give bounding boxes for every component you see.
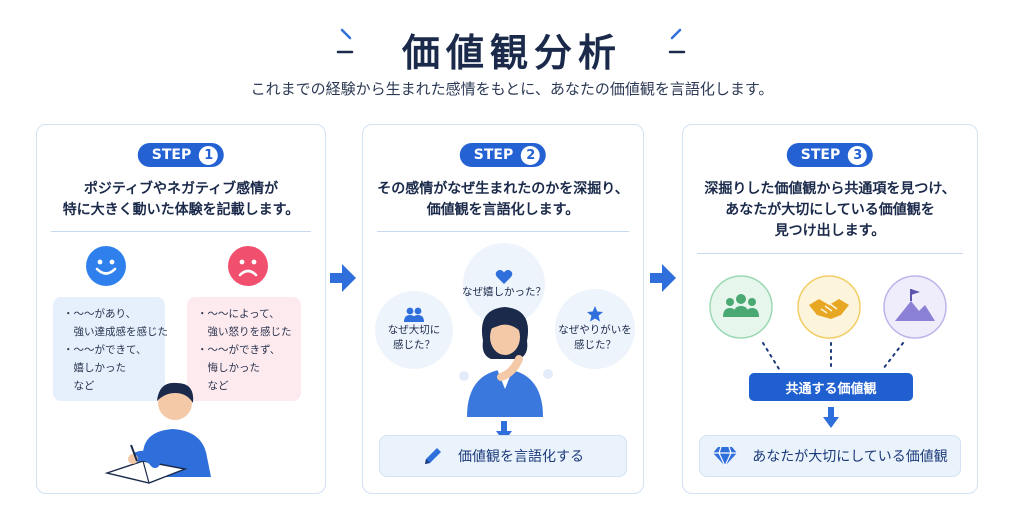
- positive-note-line: など: [63, 380, 95, 392]
- step2-result-box: 価値観を言語化する: [379, 435, 627, 477]
- connector-dots: [762, 342, 904, 370]
- negative-note-line: 強い怒りを感じた: [197, 326, 292, 338]
- step2-badge: STEP 2: [459, 143, 547, 167]
- sparkle-left-icon: [336, 28, 354, 54]
- page-title: 価値観分析: [401, 31, 622, 75]
- step3-result-label: あなたが大切にしている価値観: [752, 449, 948, 465]
- step1-number: 1: [199, 145, 219, 165]
- question-bubble-right-line: なぜやりがいを: [558, 324, 632, 336]
- group-icon: [709, 275, 773, 339]
- handshake-icon: [797, 275, 861, 339]
- thought-dot: [543, 369, 553, 379]
- negative-note-line: ・～～ができず、: [197, 344, 281, 356]
- positive-note-line: ・～～があり、: [63, 308, 137, 320]
- step2-description: その感情がなぜ生まれたのかを深掘り、 価値観を言語化します。: [363, 179, 643, 221]
- pencil-icon: [425, 448, 441, 464]
- step2-line-1: その感情がなぜ生まれたのかを深掘り、: [377, 181, 629, 197]
- step2-line-2: 価値観を言語化します。: [426, 202, 580, 218]
- thinking-person-illustration: [467, 307, 543, 417]
- step3-line-2: あなたが大切にしている価値観を: [725, 202, 935, 218]
- question-bubble-left-line: なぜ大切に: [387, 324, 441, 336]
- step1-label: STEP: [151, 147, 192, 163]
- step3-result-box: あなたが大切にしている価値観: [699, 435, 961, 477]
- step1-divider: [51, 231, 311, 232]
- common-values-box: 共通する価値観: [749, 373, 913, 401]
- step3-badge: STEP 3: [786, 143, 874, 167]
- positive-note-line: 嬉しかった: [63, 362, 126, 374]
- step3-description: 深掘りした価値観から共通項を見つけ、 あなたが大切にしている価値観を 見つけ出し…: [683, 179, 977, 242]
- thought-dot: [459, 371, 469, 381]
- mountain-flag-icon: [883, 275, 947, 339]
- step2-result-label: 価値観を言語化する: [458, 449, 584, 465]
- step3-divider: [697, 253, 963, 254]
- smile-face-icon: [86, 246, 126, 286]
- question-bubble-top-label: なぜ嬉しかった？: [462, 285, 546, 298]
- step2-number: 2: [521, 145, 541, 165]
- step2-card: STEP 2 その感情がなぜ生まれたのかを深掘り、 価値観を言語化します。 なぜ…: [362, 124, 644, 494]
- step2-label: STEP: [473, 147, 514, 163]
- negative-note: ・～～によって、 強い怒りを感じた ・～～ができず、 悔しかった など: [187, 297, 301, 401]
- diamond-icon: [713, 446, 738, 467]
- writing-person-illustration: [104, 382, 211, 484]
- step3-line-1: 深掘りした価値観から共通項を見つけ、: [704, 181, 956, 197]
- step1-to-step2-arrow: [330, 264, 356, 292]
- negative-note-line: 悔しかった: [197, 362, 260, 374]
- people-icon: [404, 307, 424, 322]
- positive-note-line: ・～～ができて、: [63, 344, 147, 356]
- step2-divider: [377, 231, 629, 232]
- step1-line-2: 特に大きく動いた体験を記載します。: [62, 202, 300, 218]
- step1-description: ポジティブやネガティブ感情が 特に大きく動いた体験を記載します。: [37, 179, 325, 221]
- negative-note-line: など: [197, 380, 229, 392]
- step1-card: STEP 1 ポジティブやネガティブ感情が 特に大きく動いた体験を記載します。 …: [36, 124, 326, 494]
- step3-line-3: 見つけ出します。: [774, 223, 886, 239]
- header: 価値観分析: [0, 14, 1024, 75]
- step3-down-arrow: [823, 407, 839, 428]
- sparkle-right-icon: [668, 28, 686, 54]
- positive-note: ・～～があり、 強い達成感を感じた ・～～ができて、 嬉しかった など: [53, 297, 168, 401]
- question-bubble-left-line: 感じた？: [393, 339, 435, 351]
- question-bubble-left: なぜ大切に 感じた？: [375, 291, 453, 369]
- question-bubble-right-line: 感じた？: [574, 339, 616, 351]
- question-bubble-right: なぜやりがいを 感じた？: [555, 289, 635, 369]
- step1-badge: STEP 1: [137, 143, 225, 167]
- negative-note-line: ・～～によって、: [197, 308, 280, 320]
- heart-icon: [495, 269, 513, 284]
- positive-note-line: 強い達成感を感じた: [63, 326, 168, 338]
- step2-to-step3-arrow: [650, 264, 676, 292]
- step3-card: STEP 3 深掘りした価値観から共通項を見つけ、 あなたが大切にしている価値観…: [682, 124, 978, 494]
- page-subtitle: これまでの経験から生まれた感情をもとに、あなたの価値観を言語化します。: [250, 80, 774, 98]
- step3-label: STEP: [800, 147, 841, 163]
- sad-face-icon: [228, 246, 268, 286]
- step3-number: 3: [848, 145, 868, 165]
- step1-line-1: ポジティブやネガティブ感情が: [83, 181, 279, 197]
- star-icon: [587, 306, 603, 322]
